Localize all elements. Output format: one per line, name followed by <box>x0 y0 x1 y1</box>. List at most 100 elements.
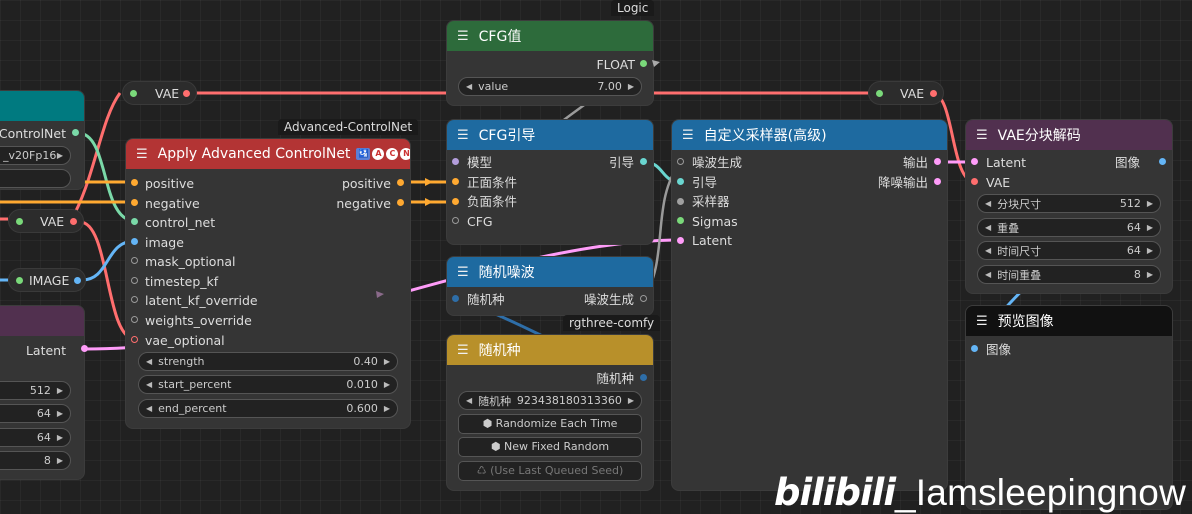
left-widget-3[interactable]: 64▶ <box>0 428 71 447</box>
output-guider: 引导 <box>608 155 634 170</box>
reroute-output-dot[interactable] <box>183 90 190 97</box>
latent-output-dot[interactable] <box>81 345 88 352</box>
timestep-kf-dot[interactable] <box>131 277 138 284</box>
reroute-label: IMAGE <box>29 273 70 288</box>
hamburger-menu-icon[interactable]: ☰ <box>457 342 469 358</box>
guider-output-dot[interactable] <box>640 158 647 165</box>
custom-sampler-node[interactable]: ☰ 自定义采样器(高级) 噪波生成 引导 采样器 Sigmas Latent 输… <box>671 119 948 491</box>
apply-advanced-controlnet-node[interactable]: ☰ Apply Advanced ControlNet 🛂 A C N posi… <box>125 138 411 429</box>
control-net-input-dot[interactable] <box>131 218 138 225</box>
apply-cn-header[interactable]: ☰ Apply Advanced ControlNet 🛂 A C N <box>126 139 410 169</box>
hamburger-menu-icon[interactable]: ☰ <box>976 127 988 143</box>
input-image: 图像 <box>986 342 1012 357</box>
left-widget-2[interactable]: 64▶ <box>0 404 71 423</box>
reroute-vae-top-left[interactable]: VAE <box>122 81 197 105</box>
left-empty-field[interactable] <box>0 169 71 188</box>
hamburger-menu-icon[interactable]: ☰ <box>136 146 148 162</box>
negative-input-dot[interactable] <box>131 199 138 206</box>
input-mask-optional: mask_optional <box>145 254 236 269</box>
latent-input-dot[interactable] <box>971 158 978 165</box>
random-noise-header[interactable]: ☰ 随机噪波 <box>447 257 653 287</box>
reroute-output-dot[interactable] <box>930 90 937 97</box>
image-output-dot[interactable] <box>1159 158 1166 165</box>
controlnet-wire <box>77 131 136 223</box>
seed-input-dot[interactable] <box>452 295 459 302</box>
image-input-dot[interactable] <box>971 345 978 352</box>
randomize-each-time-button[interactable]: ⬢ Randomize Each Time <box>458 414 642 434</box>
output-image: 图像 <box>1114 155 1140 170</box>
model-input-dot[interactable] <box>452 158 459 165</box>
output-latent-dot[interactable] <box>934 158 941 165</box>
reroute-vae-top-right[interactable]: VAE <box>868 81 944 105</box>
input-timestep-kf: timestep_kf <box>145 274 219 289</box>
denoised-output-dot[interactable] <box>934 178 941 185</box>
custom-sampler-header[interactable]: ☰ 自定义采样器(高级) <box>672 120 947 150</box>
cfg-guider-node[interactable]: ☰ CFG引导 模型 正面条件 负面条件 CFG 引导 <box>446 119 654 245</box>
node-badges: 🛂 A C N <box>356 148 410 160</box>
cfg-input-dot[interactable] <box>452 217 459 224</box>
noise-output-dot[interactable] <box>640 295 647 302</box>
left-latent-header <box>0 306 84 336</box>
guider-input-dot[interactable] <box>677 178 684 185</box>
reroute-image-left[interactable]: IMAGE <box>8 268 86 292</box>
vae-decode-header[interactable]: ☰ VAE分块解码 <box>966 120 1172 150</box>
hamburger-menu-icon[interactable]: ☰ <box>457 264 469 280</box>
vae-optional-dot[interactable] <box>131 336 138 343</box>
weights-override-dot[interactable] <box>131 316 138 323</box>
preview-header[interactable]: ☰ 预览图像 <box>966 306 1172 336</box>
reroute-vae-left[interactable]: VAE <box>8 209 84 233</box>
hamburger-menu-icon[interactable]: ☰ <box>457 127 469 143</box>
reroute-input-dot[interactable] <box>16 277 23 284</box>
negative-cond-input-dot[interactable] <box>452 198 459 205</box>
reroute-input-dot[interactable] <box>876 90 883 97</box>
hamburger-menu-icon[interactable]: ☰ <box>682 127 694 143</box>
left-latent-node[interactable]: Latent 512▶ 64▶ 64▶ 8▶ <box>0 305 85 480</box>
reroute-output-dot[interactable] <box>70 218 77 225</box>
latent-kf-override-dot[interactable] <box>131 296 138 303</box>
mask-optional-dot[interactable] <box>131 257 138 264</box>
left-controlnet-loader-node[interactable]: ControlNet _v20Fp16....▶ <box>0 90 85 190</box>
float-output-dot[interactable] <box>640 60 647 67</box>
output-denoised: 降噪输出 <box>877 175 928 190</box>
reroute-input-dot[interactable] <box>130 90 137 97</box>
left-widget-1[interactable]: 512▶ <box>0 381 71 400</box>
latent-input-dot[interactable] <box>677 237 684 244</box>
sampler-input-dot[interactable] <box>677 198 684 205</box>
image-input-dot[interactable] <box>131 238 138 245</box>
cfg-value-header[interactable]: ☰ CFG值 <box>447 21 653 51</box>
badge-n-icon: N <box>400 148 410 160</box>
reroute-output-dot[interactable] <box>74 277 81 284</box>
model-name-select[interactable]: _v20Fp16....▶ <box>0 146 71 165</box>
group-tag-rgthree: rgthree-comfy <box>563 315 661 331</box>
reroute-input-dot[interactable] <box>16 218 23 225</box>
hamburger-menu-icon[interactable]: ☰ <box>457 28 469 44</box>
seed-header[interactable]: ☰ 随机种 <box>447 335 653 365</box>
controlnet-output-dot[interactable] <box>72 129 79 136</box>
random-noise-node[interactable]: ☰ 随机噪波 随机种 噪波生成 <box>446 256 654 316</box>
positive-input-dot[interactable] <box>131 179 138 186</box>
hamburger-menu-icon[interactable]: ☰ <box>976 313 988 329</box>
negative-output-dot[interactable] <box>397 199 404 206</box>
new-fixed-random-button[interactable]: ⬢ New Fixed Random <box>458 437 642 457</box>
use-last-queued-seed-button[interactable]: ♺ (Use Last Queued Seed) <box>458 461 642 481</box>
sigmas-input-dot[interactable] <box>677 217 684 224</box>
seed-output-dot[interactable] <box>640 374 647 381</box>
vae-input-dot[interactable] <box>971 178 978 185</box>
left-widget-4[interactable]: 8▶ <box>0 451 71 470</box>
positive-output-dot[interactable] <box>397 179 404 186</box>
noise-input-dot[interactable] <box>677 158 684 165</box>
positive-cond-input-dot[interactable] <box>452 178 459 185</box>
cfg-guider-header[interactable]: ☰ CFG引导 <box>447 120 653 150</box>
